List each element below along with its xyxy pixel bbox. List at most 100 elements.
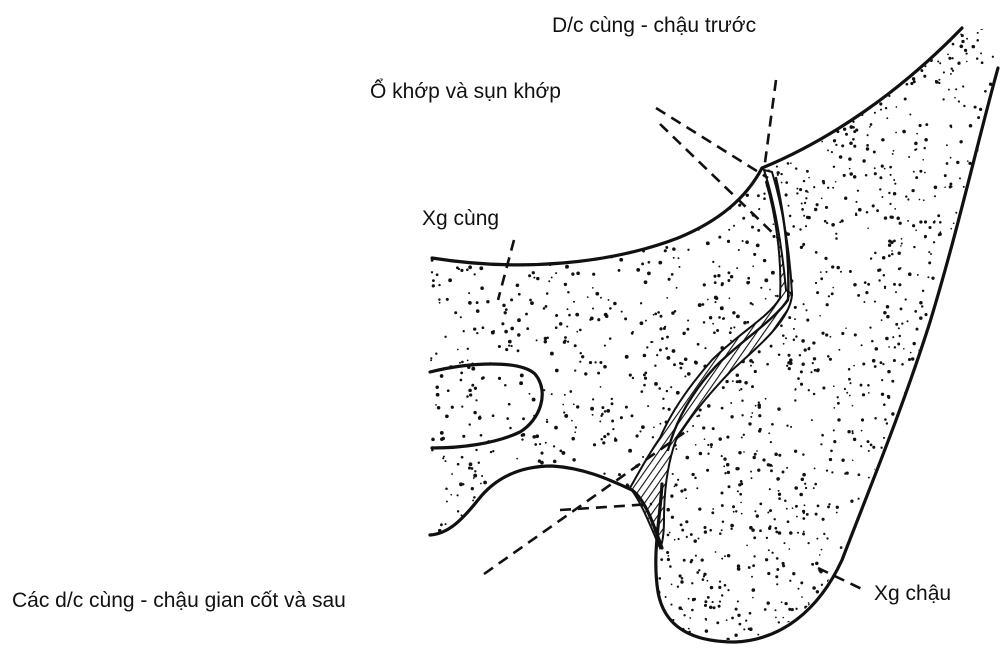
- stipple-dot: [666, 192, 670, 196]
- stipple-dot: [661, 47, 664, 50]
- stipple-dot: [993, 383, 996, 386]
- stipple-dot: [707, 444, 709, 446]
- stipple-dot: [615, 249, 617, 251]
- stipple-dot: [986, 211, 989, 214]
- stipple-dot: [779, 77, 782, 80]
- stipple-dot: [775, 53, 778, 56]
- stipple-dot: [874, 167, 876, 169]
- stipple-dot: [719, 431, 721, 433]
- stipple-dot: [755, 212, 757, 214]
- stipple-dot: [871, 340, 874, 343]
- stipple-dot: [738, 52, 741, 55]
- stipple-dot: [864, 589, 866, 591]
- stipple-dot: [688, 628, 690, 630]
- stipple-dot: [440, 523, 443, 526]
- stipple-dot: [924, 172, 926, 174]
- stipple-dot: [734, 634, 737, 637]
- stipple-dot: [627, 224, 630, 227]
- stipple-dot: [672, 203, 674, 205]
- stipple-dot: [938, 82, 940, 84]
- stipple-dot: [891, 634, 893, 636]
- stipple-dot: [771, 457, 773, 459]
- stipple-dot: [601, 406, 604, 409]
- stipple-dot: [755, 429, 757, 431]
- stipple-dot: [658, 324, 661, 327]
- stipple-dot: [975, 327, 978, 330]
- stipple-dot: [712, 508, 714, 510]
- stipple-dot: [797, 532, 799, 534]
- stipple-dot: [786, 29, 789, 32]
- stipple-dot: [830, 449, 833, 452]
- stipple-dot: [837, 630, 839, 632]
- stipple-dot: [685, 367, 687, 369]
- stipple-dot: [559, 322, 563, 326]
- stipple-dot: [965, 605, 967, 607]
- stipple-dot: [793, 363, 795, 365]
- stipple-dot: [950, 329, 954, 333]
- stipple-dot: [816, 369, 819, 372]
- stipple-dot: [981, 539, 984, 542]
- stipple-dot: [777, 171, 780, 174]
- stipple-dot: [938, 79, 940, 81]
- stipple-dot: [733, 268, 736, 271]
- stipple-dot: [959, 552, 961, 554]
- stipple-dot: [447, 389, 450, 392]
- stipple-dot: [804, 483, 806, 485]
- stipple-dot: [629, 374, 632, 377]
- stipple-dot: [688, 254, 690, 256]
- stipple-dot: [695, 294, 697, 296]
- stipple-dot: [837, 402, 840, 405]
- stipple-dot: [789, 92, 791, 94]
- stipple-dot: [942, 98, 944, 100]
- stipple-dot: [702, 355, 704, 357]
- stipple-dot: [761, 205, 764, 208]
- stipple-dot: [821, 549, 823, 551]
- stipple-dot: [753, 313, 756, 316]
- stipple-dot: [859, 568, 861, 570]
- stipple-dot: [966, 61, 968, 63]
- stipple-dot: [773, 501, 776, 504]
- stipple-dot: [676, 287, 678, 289]
- stipple-dot: [546, 292, 549, 295]
- stipple-dot: [431, 271, 433, 273]
- stipple-dot: [823, 533, 825, 535]
- stipple-dot: [756, 514, 759, 517]
- stipple-dot: [959, 349, 962, 352]
- stipple-dot: [968, 346, 970, 348]
- stipple-dot: [609, 337, 612, 340]
- stipple-dot: [665, 307, 668, 310]
- stipple-dot: [675, 460, 678, 463]
- stipple-dot: [640, 302, 642, 304]
- stipple-dot: [990, 289, 992, 291]
- stipple-dot: [948, 57, 951, 60]
- stipple-dot: [686, 170, 689, 173]
- stipple-dot: [712, 323, 714, 325]
- stipple-dot: [884, 627, 887, 630]
- stipple-dot: [904, 477, 906, 479]
- stipple-dot: [719, 580, 721, 582]
- stipple-dot: [969, 624, 972, 627]
- stipple-dot: [478, 462, 480, 464]
- stipple-dot: [969, 273, 972, 276]
- stipple-dot: [758, 461, 761, 464]
- stipple-dot: [544, 340, 547, 343]
- stipple-dot: [737, 490, 739, 492]
- stipple-dot: [861, 418, 864, 421]
- stipple-dot: [806, 90, 808, 92]
- stipple-dot: [549, 215, 552, 218]
- stipple-dot: [950, 67, 952, 69]
- stipple-dot: [799, 622, 801, 624]
- stipple-dot: [839, 221, 841, 223]
- stipple-dot: [886, 305, 890, 309]
- stipple-dot: [977, 304, 980, 307]
- stipple-dot: [718, 437, 721, 440]
- stipple-dot: [898, 283, 901, 286]
- stipple-dot: [971, 406, 974, 409]
- stipple-dot: [644, 280, 648, 284]
- stipple-dot: [510, 173, 514, 177]
- stipple-dot: [495, 165, 497, 167]
- stipple-dot: [648, 261, 651, 264]
- stipple-dot: [791, 376, 794, 379]
- label-sacrum: Xg cùng: [422, 207, 499, 230]
- stipple-dot: [686, 328, 689, 331]
